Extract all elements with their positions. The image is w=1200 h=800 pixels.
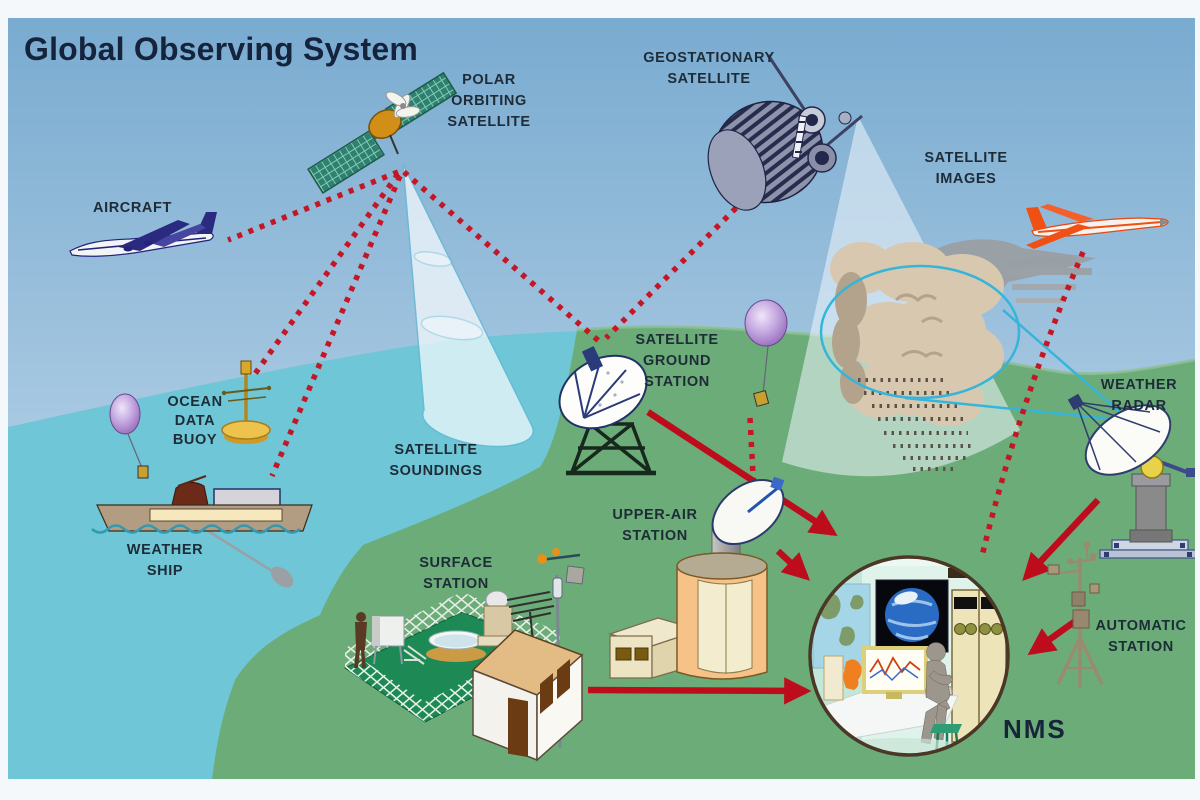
sea-anchor xyxy=(270,566,294,588)
label-nms: NMS xyxy=(1003,714,1067,744)
label-aircraft: AIRCRAFT xyxy=(93,200,172,216)
rain xyxy=(858,378,973,471)
label-satellite-images: SATELLITE IMAGES xyxy=(924,150,1008,187)
dome-pedestal xyxy=(477,590,519,647)
surface-station-icon xyxy=(343,548,585,762)
anvil-streak-3 xyxy=(1016,298,1064,303)
automatic-station-icon xyxy=(1047,541,1104,688)
upper-air-station-icon xyxy=(607,476,785,680)
anvil-streak-2 xyxy=(1012,284,1076,290)
cone-ring-1 xyxy=(413,251,453,267)
label-geostationary-satellite: GEOSTATIONARY SATELLITE xyxy=(643,50,775,87)
chart-monitor xyxy=(862,646,928,694)
radar-scan-circle xyxy=(819,264,1021,400)
radiosonde-balloon-icon xyxy=(744,299,788,407)
ocean-balloon-icon xyxy=(109,393,149,479)
label-satellite-soundings: SATELLITE SOUNDINGS xyxy=(389,442,483,479)
solar-panel-left xyxy=(307,130,385,194)
label-upper-air-station: UPPER-AIR STATION xyxy=(612,507,698,544)
ocean-data-buoy-icon xyxy=(221,360,272,444)
link-jet-nms xyxy=(979,250,1086,557)
label-polar-orbiting-satellite: POLAR ORBITING SATELLITE xyxy=(447,72,531,130)
radar-beam-lines xyxy=(904,309,1123,422)
seated-person xyxy=(920,642,954,745)
label-ocean-data-buoy: OCEAN DATA BUOY xyxy=(167,394,223,448)
stool xyxy=(930,724,962,733)
arrow-radar-nms xyxy=(1022,497,1101,581)
weather-ship-icon xyxy=(91,475,313,588)
nms-arrows xyxy=(587,409,1101,705)
aircraft-icon xyxy=(69,212,217,257)
diagram-title: Global Observing System xyxy=(24,31,419,67)
weather-radar-icon xyxy=(1067,393,1195,559)
contrail xyxy=(1003,257,1074,265)
anchor-line xyxy=(207,529,273,573)
label-surface-station: SURFACE STATION xyxy=(419,555,493,592)
waves xyxy=(91,524,301,534)
stevenson-screen xyxy=(371,615,427,665)
nms-circle-rim xyxy=(808,555,1010,757)
evaporation-pan xyxy=(426,630,486,662)
radar-dish xyxy=(1084,404,1172,476)
arrow-surfacestation-nms xyxy=(587,677,812,705)
jet-aircraft-icon xyxy=(1026,204,1170,249)
label-weather-radar: WEATHER RADAR xyxy=(1100,377,1178,414)
label-satellite-ground-station: SATELLITE GROUND STATION xyxy=(635,332,719,390)
arrow-groundstation-nms xyxy=(646,409,838,536)
orange-figure xyxy=(843,659,862,690)
cone-ring-2 xyxy=(420,315,484,341)
satellite-ground-station-icon xyxy=(558,346,656,476)
sounding-cone xyxy=(402,163,535,448)
data-links-dashed xyxy=(226,169,1086,557)
label-weather-ship: WEATHER SHIP xyxy=(126,542,204,579)
anvil-streak-1 xyxy=(1008,268,1092,275)
arrow-upperair-nms xyxy=(775,548,811,581)
observer-figure xyxy=(354,612,367,668)
station-building xyxy=(471,629,584,762)
geostationary-satellite-icon xyxy=(707,54,863,211)
yagi-antenna xyxy=(506,591,555,643)
polar-orbiting-satellite-icon xyxy=(307,71,458,194)
label-automatic-station: AUTOMATIC STATION xyxy=(1095,618,1187,655)
storm-cloud xyxy=(830,239,1096,426)
link-satellite-groundstation xyxy=(402,169,602,345)
